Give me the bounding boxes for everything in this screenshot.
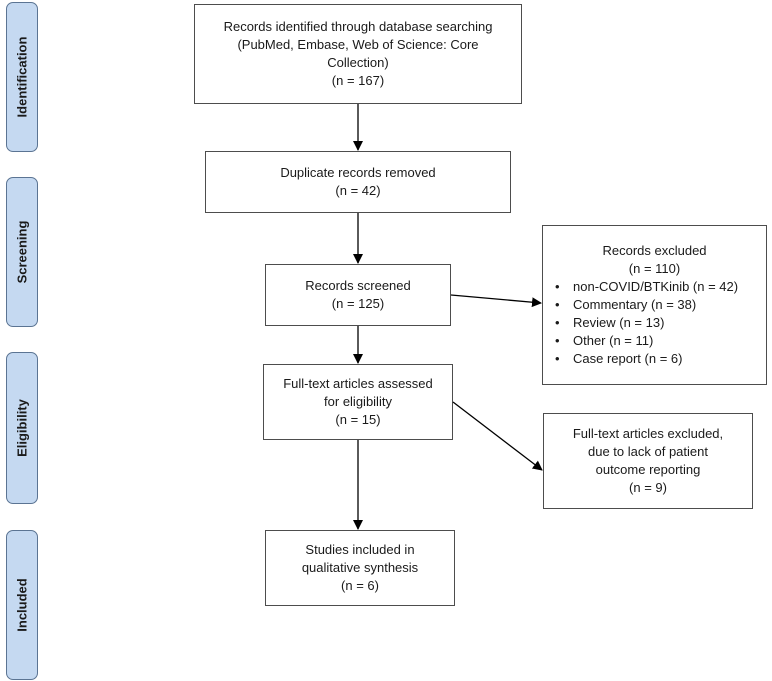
studies-included-box: Studies included in qualitative synthesi… <box>265 530 455 606</box>
arrow-screened-to-excluded <box>450 294 542 308</box>
phase-screening: Screening <box>6 177 38 327</box>
arrow-fulltext-to-excluded <box>452 401 543 471</box>
records-screened-count: (n = 125) <box>331 296 385 311</box>
records-identified-line1: Records identified through database sear… <box>223 19 493 34</box>
duplicates-removed-label: Duplicate records removed <box>280 165 436 180</box>
records-identified-line2: (PubMed, Embase, Web of Science: Core <box>237 37 479 52</box>
fulltext-excluded-line3: outcome reporting <box>595 462 701 477</box>
fulltext-assessed-box: Full-text articles assessed for eligibil… <box>263 364 453 440</box>
duplicates-removed-count: (n = 42) <box>335 183 381 198</box>
phase-eligibility: Eligibility <box>6 352 38 504</box>
exclusion-reason: non-COVID/BTKinib (n = 42) <box>543 278 766 296</box>
fulltext-excluded-line1: Full-text articles excluded, <box>572 426 724 441</box>
fulltext-assessed-count: (n = 15) <box>335 412 381 427</box>
records-identified-count: (n = 167) <box>331 73 385 88</box>
exclusion-reason: Commentary (n = 38) <box>543 296 766 314</box>
records-excluded-box: Records excluded (n = 110) non-COVID/BTK… <box>542 225 767 385</box>
fulltext-assessed-line2: for eligibility <box>324 394 392 409</box>
exclusion-reason: Other (n = 11) <box>543 332 766 350</box>
fulltext-excluded-line2: due to lack of patient <box>588 444 708 459</box>
records-excluded-count: (n = 110) <box>628 261 681 276</box>
studies-included-line2: qualitative synthesis <box>301 560 419 575</box>
exclusion-reason: Case report (n = 6) <box>543 350 766 368</box>
records-screened-label: Records screened <box>305 278 411 293</box>
duplicates-removed-box: Duplicate records removed (n = 42) <box>205 151 511 213</box>
exclusion-reasons-list: non-COVID/BTKinib (n = 42) Commentary (n… <box>543 278 766 368</box>
phase-identification: Identification <box>6 2 38 152</box>
phase-included: Included <box>6 530 38 680</box>
records-identified-box: Records identified through database sear… <box>194 4 522 104</box>
studies-included-count: (n = 6) <box>341 578 379 593</box>
records-screened-box: Records screened (n = 125) <box>265 264 451 326</box>
studies-included-line1: Studies included in <box>305 542 415 557</box>
records-identified-line3: Collection) <box>327 55 389 70</box>
records-excluded-title: Records excluded <box>602 243 707 258</box>
fulltext-excluded-count: (n = 9) <box>629 480 667 495</box>
fulltext-assessed-line1: Full-text articles assessed <box>283 376 433 391</box>
exclusion-reason: Review (n = 13) <box>543 314 766 332</box>
fulltext-excluded-box: Full-text articles excluded, due to lack… <box>543 413 753 509</box>
